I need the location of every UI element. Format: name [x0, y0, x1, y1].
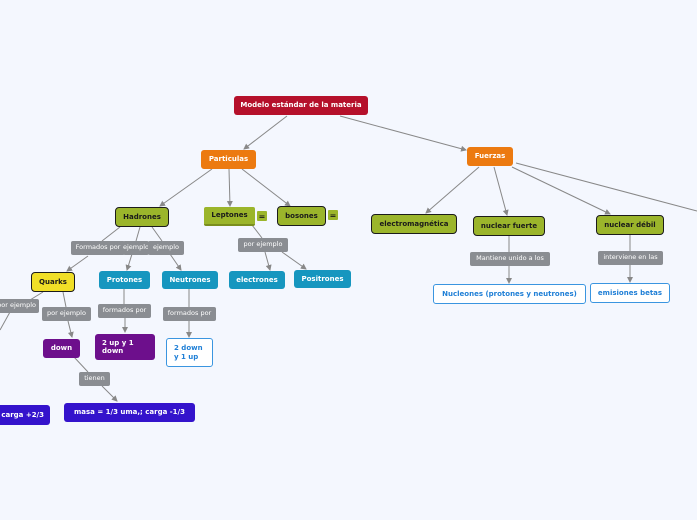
edge — [66, 255, 89, 272]
node-hadrones[interactable]: Hadrones — [115, 207, 169, 227]
edge — [493, 166, 509, 216]
label-formados-por: Formados por — [71, 241, 125, 255]
label-tienen: tienen — [79, 372, 110, 386]
node-leptones[interactable]: Leptones — [204, 207, 255, 226]
edge — [151, 226, 163, 242]
node-down[interactable]: down — [43, 339, 80, 358]
label-formados-por-protones: formados por — [98, 304, 151, 318]
node-carga-up[interactable]: carga +2/3 — [0, 405, 50, 425]
edge — [101, 385, 118, 402]
edge — [226, 168, 233, 207]
label-ejemplo-2: ejemplo — [148, 241, 184, 255]
label-por-ejemplo-left: por ejemplo — [0, 299, 39, 313]
edge — [29, 291, 44, 301]
node-nucleones[interactable]: Nucleones (protones y neutrones) — [433, 284, 586, 304]
edge — [73, 356, 89, 373]
label-ejemplo: ejemplo — [123, 241, 149, 255]
node-protones[interactable]: Protones — [99, 271, 150, 289]
node-dos-down-un-up[interactable]: 2 down y 1 up — [166, 338, 213, 367]
node-dos-up-un-down[interactable]: 2 up y 1 down — [95, 334, 155, 360]
edge — [62, 291, 67, 308]
edge — [251, 224, 263, 239]
node-nuclear-debil[interactable]: nuclear débil — [596, 215, 664, 235]
node-electromagnetica[interactable]: electromagnética — [371, 214, 457, 234]
label-mantiene-unido: Mantiene unido a los — [470, 252, 550, 266]
edge — [159, 168, 213, 207]
edge — [264, 251, 272, 271]
edge — [135, 226, 141, 242]
node-positrones[interactable]: Positrones — [294, 270, 351, 288]
edge — [243, 115, 288, 150]
label-por-ejemplo-quarks: por ejemplo — [42, 307, 91, 321]
node-masa-down[interactable]: masa = 1/3 uma,; carga -1/3 — [64, 403, 195, 422]
edge — [511, 166, 611, 215]
edge — [67, 320, 74, 338]
edge — [339, 115, 467, 152]
edge — [281, 251, 307, 270]
label-formados-por-neutrones: formados por — [163, 307, 216, 321]
node-bosones[interactable]: bosones — [277, 206, 326, 226]
label-interviene-en: interviene en las — [598, 251, 663, 265]
node-electrones[interactable]: electrones — [229, 271, 285, 289]
node-nuclear-fuerte[interactable]: nuclear fuerte — [473, 216, 545, 236]
edge — [125, 253, 133, 271]
label-por-ejemplo-leptones: por ejemplo — [238, 238, 288, 252]
equals-icon: = — [328, 210, 338, 220]
node-particulas[interactable]: Particulas — [201, 150, 256, 169]
node-fuerzas[interactable]: Fuerzas — [467, 147, 513, 166]
equals-icon: = — [257, 211, 267, 221]
edge — [241, 168, 291, 207]
node-neutrones[interactable]: Neutrones — [162, 271, 218, 289]
edge — [169, 253, 182, 271]
node-modelo-estandar[interactable]: Modelo estándar de la materia — [234, 96, 368, 115]
node-emisiones-betas[interactable]: emisiones betas — [590, 283, 670, 303]
edge — [425, 166, 480, 214]
node-quarks[interactable]: Quarks — [31, 272, 75, 292]
edge — [101, 226, 121, 242]
edge — [515, 162, 697, 212]
edge — [0, 311, 11, 331]
